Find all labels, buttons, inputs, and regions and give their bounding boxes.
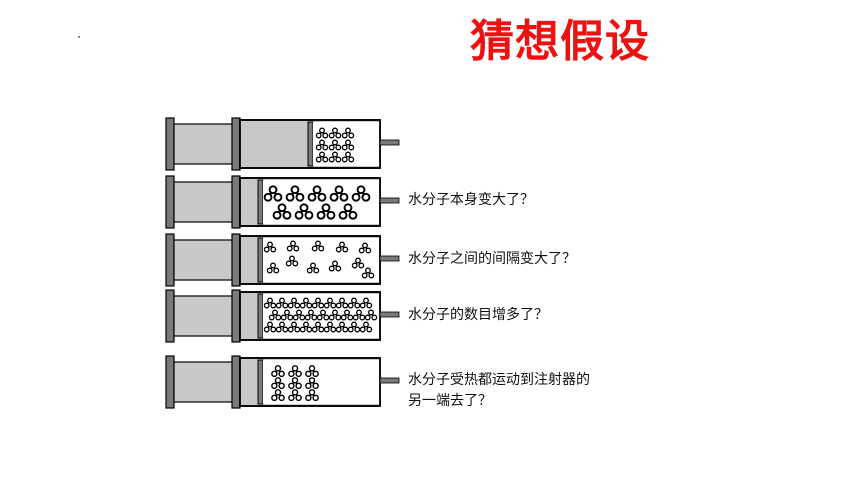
water-molecule (352, 309, 366, 321)
water-molecule (287, 321, 301, 333)
water-molecule (263, 185, 283, 202)
water-molecule (263, 241, 277, 253)
water-molecule (311, 240, 325, 252)
water-molecule (305, 377, 319, 390)
water-molecule (304, 309, 318, 321)
water-molecule (328, 309, 342, 321)
water-molecule (288, 389, 302, 402)
water-molecule (299, 297, 313, 309)
water-molecule (328, 151, 342, 163)
water-molecule (299, 321, 313, 333)
hypothesis-count-label: 水分子的数目增多了？ (408, 307, 548, 323)
water-molecule (311, 297, 325, 309)
water-molecule (286, 240, 300, 252)
water-molecule (351, 257, 365, 269)
water-molecule (266, 262, 280, 274)
syringe-molecules-larger (165, 175, 400, 229)
water-molecule (285, 255, 299, 267)
water-molecule (358, 242, 372, 254)
water-molecule (315, 151, 329, 163)
water-molecule (285, 185, 305, 202)
water-molecule (271, 377, 285, 390)
water-molecule (329, 185, 349, 202)
water-molecule (347, 321, 361, 333)
water-molecule (263, 297, 277, 309)
water-molecule (338, 203, 358, 220)
water-molecule (287, 297, 301, 309)
water-molecule (351, 185, 371, 202)
water-molecule (359, 297, 373, 309)
syringe-molecules-moved (165, 355, 400, 409)
water-molecule (288, 377, 302, 390)
syringe-diagram (165, 117, 400, 409)
water-molecule (335, 321, 349, 333)
decorative-dot (78, 36, 80, 38)
water-molecule (275, 297, 289, 309)
water-molecule (316, 203, 336, 220)
syringe-spacing-larger (165, 233, 400, 287)
syringe-original (165, 117, 400, 171)
water-molecule (323, 297, 337, 309)
water-molecule (335, 297, 349, 309)
water-molecule (305, 389, 319, 402)
water-molecule (359, 321, 373, 333)
water-molecule (288, 365, 302, 378)
water-molecule (306, 262, 320, 274)
hypothesis-size-label: 水分子本身变大了？ (408, 192, 534, 208)
water-molecule (328, 139, 342, 151)
hypothesis-movement-label-line1: 水分子受热都运动到注射器的 (408, 372, 590, 388)
water-molecule (347, 297, 361, 309)
page-title: 猜想假设 (470, 16, 650, 67)
water-molecule (328, 127, 342, 139)
hypothesis-spacing-label: 水分子之间的间隔变大了？ (408, 251, 576, 267)
water-molecule (263, 321, 277, 333)
water-molecule (315, 127, 329, 139)
water-molecule (340, 309, 354, 321)
water-molecule (341, 151, 355, 163)
water-molecule (311, 321, 325, 333)
water-molecule (294, 203, 314, 220)
syringe-more-molecules (165, 289, 400, 343)
water-molecule (341, 139, 355, 151)
water-molecule (323, 321, 337, 333)
water-molecule (280, 309, 294, 321)
water-molecule (292, 309, 306, 321)
water-molecule (307, 185, 327, 202)
water-molecule (275, 321, 289, 333)
water-molecule (335, 241, 349, 253)
water-molecule (316, 309, 330, 321)
water-molecule (305, 365, 319, 378)
water-molecule (271, 365, 285, 378)
water-molecule (272, 203, 292, 220)
water-molecule (315, 139, 329, 151)
water-molecule (328, 260, 342, 272)
water-molecule (271, 389, 285, 402)
water-molecule (268, 309, 282, 321)
hypothesis-movement-label-line2: 另一端去了？ (408, 393, 492, 409)
water-molecule (364, 309, 378, 321)
water-molecule (361, 267, 375, 279)
water-molecule (341, 127, 355, 139)
